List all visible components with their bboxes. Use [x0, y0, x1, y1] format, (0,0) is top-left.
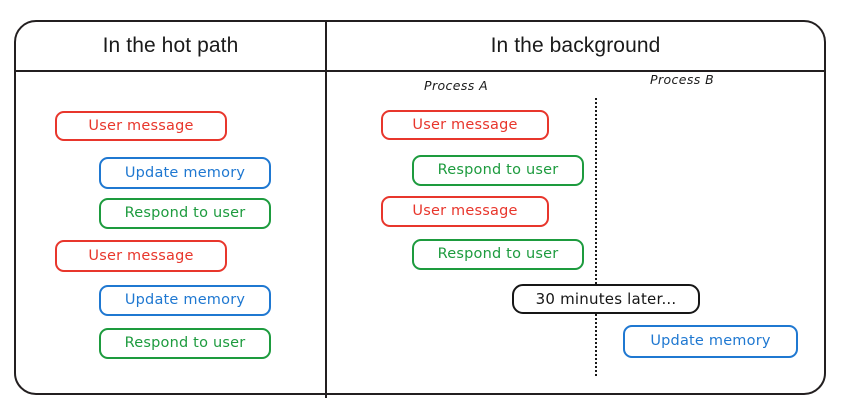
background-step-5-30-minutes-later: 30 minutes later... [512, 284, 700, 314]
hot-path-step-6-respond-to-user: Respond to user [99, 328, 271, 359]
pill-label: User message [412, 116, 518, 133]
pill-label: Respond to user [437, 162, 559, 178]
pill-label: Update memory [124, 164, 246, 181]
process-separator-dotted-line [595, 98, 597, 376]
column-header-background: In the background [490, 34, 661, 57]
process-label-b: Process B [650, 72, 715, 87]
background-step-3-user-message: User message [381, 196, 549, 227]
background-step-2-respond-to-user: Respond to user [412, 155, 584, 186]
pill-label: Respond to user [124, 205, 246, 221]
pill-label: User message [88, 247, 194, 264]
background-step-1-user-message: User message [381, 110, 549, 140]
column-header-hot-path: In the hot path [102, 34, 239, 57]
background-step-6-update-memory: Update memory [623, 325, 798, 358]
header-separator-rule [14, 70, 826, 72]
pill-label: Respond to user [437, 246, 559, 262]
process-label-a: Process A [424, 78, 489, 93]
column-divider-rule [325, 20, 327, 398]
pill-label: Update memory [650, 333, 771, 349]
pill-label: Respond to user [124, 335, 246, 351]
pill-label: User message [412, 203, 518, 219]
pill-label: User message [88, 117, 194, 134]
hot-path-step-4-user-message: User message [55, 240, 227, 272]
pill-label: Update memory [124, 292, 246, 308]
hot-path-step-1-user-message: User message [55, 111, 227, 141]
background-step-4-respond-to-user: Respond to user [412, 239, 584, 270]
hot-path-step-5-update-memory: Update memory [99, 285, 271, 316]
hot-path-step-3-respond-to-user: Respond to user [99, 198, 271, 229]
hot-path-step-2-update-memory: Update memory [99, 157, 271, 189]
pill-label: 30 minutes later... [535, 289, 677, 308]
